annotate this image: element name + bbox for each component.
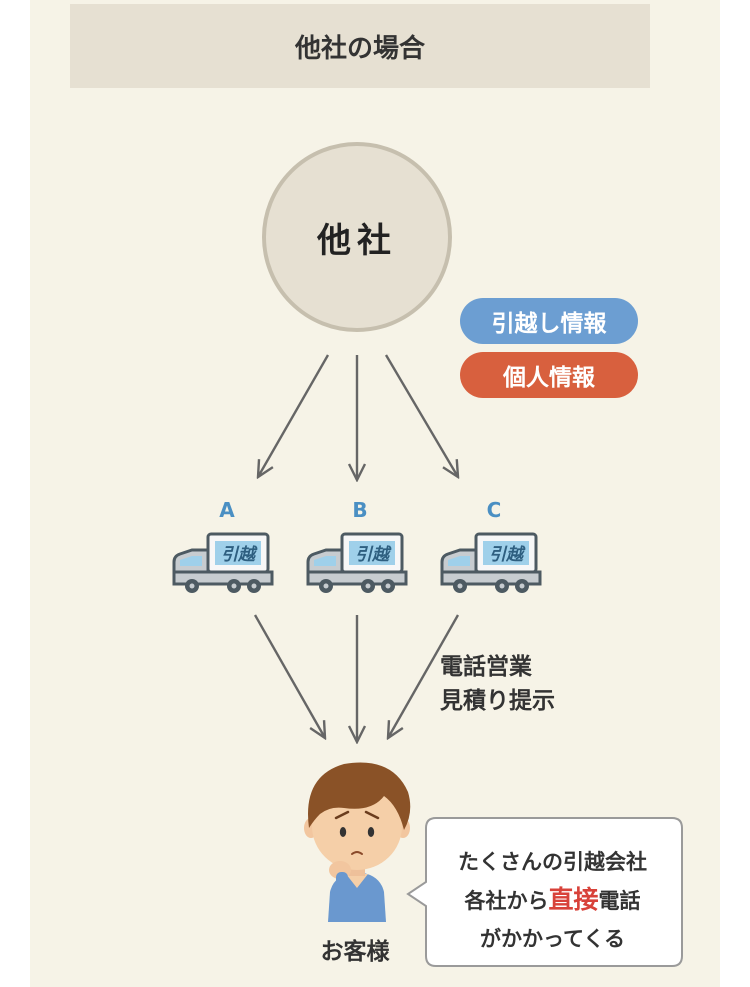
company-circle [262, 142, 452, 332]
bubble-line-2-pre: 各社から [464, 889, 549, 913]
moving-info-badge: 引越し情報 [460, 298, 638, 344]
customer-avatar-icon [304, 762, 411, 922]
estimate-line: 見積り提示 [440, 688, 555, 714]
sales-call-line: 電話営業 [440, 654, 532, 680]
customer-label: お客様 [320, 939, 390, 965]
truck-b-text: 引越 [355, 545, 392, 565]
truck-b-icon: 引越 [306, 532, 408, 595]
page-title: 他社の場合 [70, 4, 650, 88]
speech-bubble-text: たくさんの引越会社 各社から直接電話 がかかってくる [425, 843, 680, 958]
arrow-from-a [253, 614, 325, 738]
bubble-emphasis: 直接 [548, 885, 599, 914]
company-a-label: A [219, 498, 235, 522]
company-c-label: C [486, 498, 502, 522]
truck-c-text: 引越 [489, 545, 526, 565]
truck-c-icon: 引越 [440, 532, 542, 595]
arrow-from-c [388, 614, 460, 738]
bubble-line-2-post: 電話 [598, 889, 641, 913]
truck-a-text: 引越 [221, 545, 258, 565]
bubble-line-1: たくさんの引越会社 [458, 850, 647, 874]
speech-bubble [406, 817, 683, 967]
personal-info-badge: 個人情報 [460, 352, 638, 398]
arrow-to-c [384, 354, 458, 477]
bubble-line-2: 各社から直接電話 [425, 881, 680, 920]
sales-call-text: 電話営業 見積り提示 [440, 650, 610, 718]
company-b-label: B [352, 498, 368, 522]
truck-a-icon: 引越 [172, 532, 274, 595]
company-label: 他社 [317, 220, 397, 261]
arrow-to-a [258, 354, 330, 477]
bubble-line-3: がかかってくる [480, 927, 625, 951]
